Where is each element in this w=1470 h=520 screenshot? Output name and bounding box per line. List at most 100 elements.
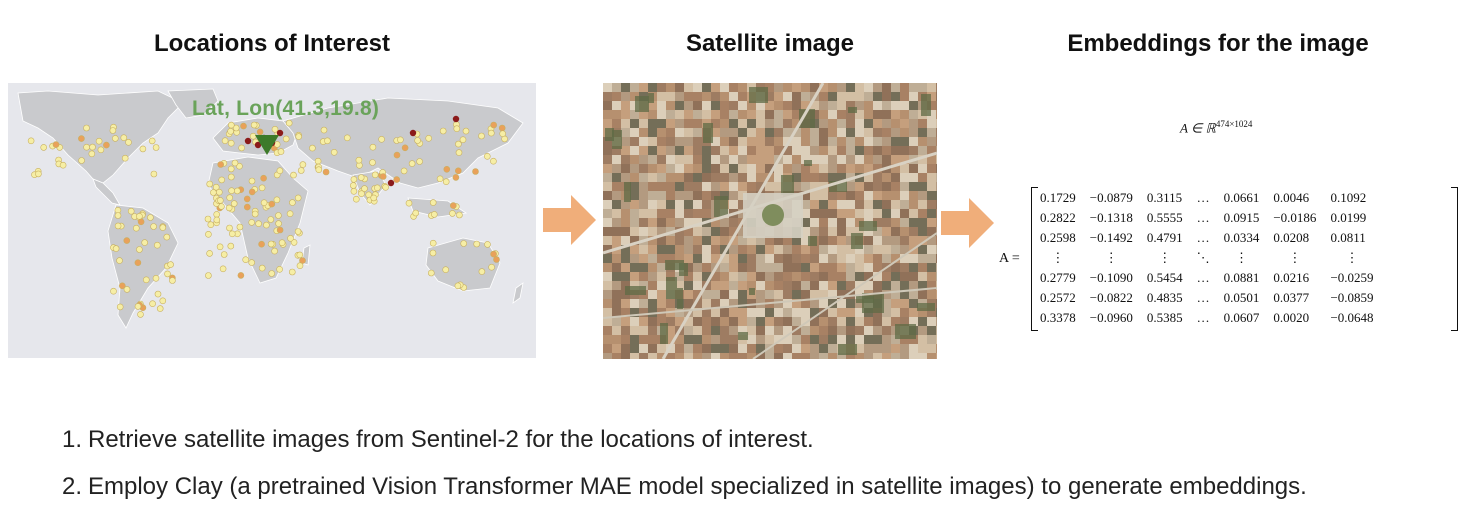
satellite-block xyxy=(819,281,828,290)
matrix-cell: 0.0811 xyxy=(1330,230,1366,245)
location-point xyxy=(212,183,220,191)
satellite-block xyxy=(774,119,783,128)
satellite-block xyxy=(666,218,675,227)
satellite-block xyxy=(837,110,846,119)
satellite-block xyxy=(900,173,909,182)
location-point xyxy=(254,141,262,149)
satellite-block xyxy=(621,227,630,236)
satellite-block xyxy=(855,83,864,92)
location-point xyxy=(401,144,409,152)
satellite-block xyxy=(720,263,729,272)
satellite-block xyxy=(909,353,918,362)
satellite-block xyxy=(774,299,783,308)
satellite-block xyxy=(864,254,873,263)
satellite-block xyxy=(621,101,630,110)
location-point xyxy=(163,233,171,241)
satellite-block xyxy=(711,236,720,245)
satellite-block xyxy=(738,182,747,191)
location-point xyxy=(414,137,421,144)
satellite-block xyxy=(603,317,612,326)
satellite-block xyxy=(909,290,918,299)
satellite-block xyxy=(891,344,900,353)
satellite-block xyxy=(774,236,783,245)
satellite-block xyxy=(720,146,729,155)
satellite-block xyxy=(603,281,612,290)
satellite-block xyxy=(837,326,846,335)
location-point xyxy=(371,171,379,179)
location-point xyxy=(473,240,481,248)
satellite-block xyxy=(882,236,891,245)
satellite-block xyxy=(882,317,891,326)
satellite-block xyxy=(918,263,927,272)
satellite-block xyxy=(720,128,729,137)
satellite-block xyxy=(873,281,882,290)
location-point xyxy=(250,121,258,129)
location-point xyxy=(139,145,147,153)
satellite-block xyxy=(666,236,675,245)
satellite-block xyxy=(927,209,936,218)
satellite-block xyxy=(882,128,891,137)
satellite-block xyxy=(801,317,810,326)
satellite-block xyxy=(702,227,711,236)
location-point xyxy=(110,287,117,295)
location-point xyxy=(213,211,220,218)
satellite-green-patch xyxy=(612,130,622,149)
satellite-block xyxy=(765,353,774,362)
satellite-block xyxy=(729,236,738,245)
satellite-block xyxy=(918,137,927,146)
step-item: 1.Retrieve satellite images from Sentine… xyxy=(62,426,1307,473)
location-point xyxy=(150,223,157,230)
satellite-block xyxy=(756,236,765,245)
satellite-block xyxy=(792,299,801,308)
location-point xyxy=(114,212,122,219)
satellite-block xyxy=(864,92,873,101)
satellite-block xyxy=(756,290,765,299)
satellite-block xyxy=(756,263,765,272)
satellite-block xyxy=(657,299,666,308)
satellite-block xyxy=(882,83,891,92)
satellite-block xyxy=(855,155,864,164)
location-point xyxy=(276,266,283,273)
selected-location-marker[interactable] xyxy=(255,135,279,155)
satellite-block xyxy=(846,308,855,317)
satellite-block xyxy=(603,101,612,110)
satellite-block xyxy=(675,128,684,137)
satellite-block xyxy=(774,317,783,326)
location-point xyxy=(276,129,284,137)
satellite-block xyxy=(936,137,945,146)
satellite-block xyxy=(603,155,612,164)
location-point xyxy=(416,158,423,165)
satellite-block xyxy=(909,272,918,281)
satellite-block xyxy=(603,263,612,272)
satellite-block xyxy=(702,236,711,245)
matrix-cell: ⋮ xyxy=(1288,250,1302,265)
satellite-block xyxy=(603,119,612,128)
satellite-block xyxy=(810,200,819,209)
location-point xyxy=(297,167,305,174)
satellite-block xyxy=(738,146,747,155)
matrix-cell: 0.3115 xyxy=(1146,190,1183,205)
satellite-block xyxy=(792,155,801,164)
satellite-block xyxy=(792,290,801,299)
satellite-block xyxy=(810,245,819,254)
satellite-block xyxy=(783,254,792,263)
satellite-block xyxy=(900,254,909,263)
location-point xyxy=(238,144,245,152)
satellite-block xyxy=(648,119,657,128)
location-point xyxy=(425,134,433,142)
satellite-block xyxy=(738,317,747,326)
satellite-block xyxy=(765,83,774,92)
satellite-block xyxy=(675,146,684,155)
satellite-block xyxy=(783,263,792,272)
location-point xyxy=(260,199,268,206)
satellite-block xyxy=(882,353,891,362)
satellite-block xyxy=(711,317,720,326)
satellite-block xyxy=(729,317,738,326)
satellite-block xyxy=(801,308,810,317)
satellite-block xyxy=(936,254,945,263)
satellite-block xyxy=(801,146,810,155)
location-point xyxy=(487,129,495,137)
satellite-block xyxy=(783,110,792,119)
world-map: Lat, Lon(41.3,19.8) xyxy=(8,83,536,358)
satellite-block xyxy=(810,254,819,263)
